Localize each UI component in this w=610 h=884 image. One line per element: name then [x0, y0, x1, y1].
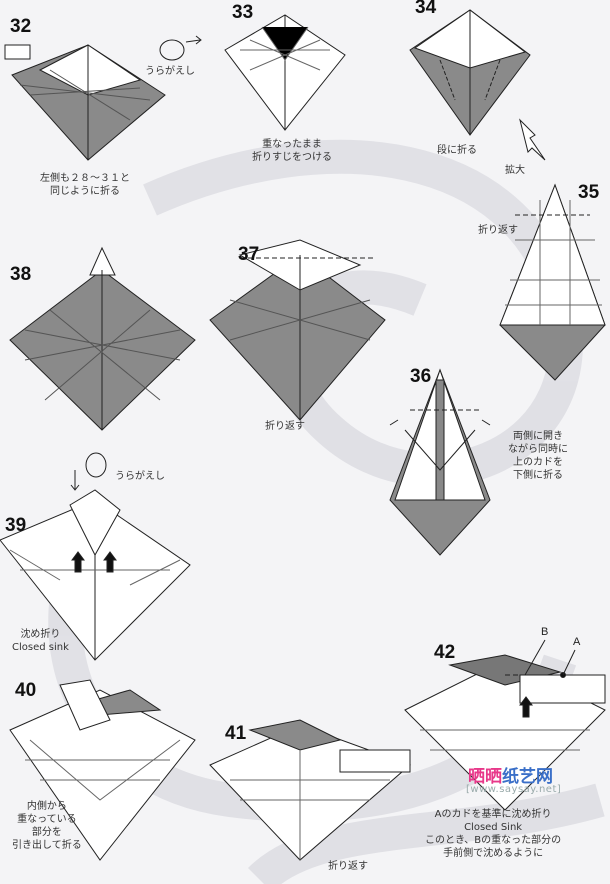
step-41-number: 41 [225, 723, 247, 744]
logo-pink-text: 晒晒 [468, 767, 502, 787]
step-42-number: 42 [434, 642, 456, 663]
pointing-hand-icon [4, 44, 31, 60]
step-40-number: 40 [15, 680, 37, 701]
caption-line: 折り返す [265, 421, 305, 432]
step-39-number: 39 [5, 515, 27, 536]
caption-line: 下側に折る [513, 470, 563, 481]
caption-line: 折り返す [478, 225, 518, 236]
step-41-figure [209, 719, 411, 861]
step-33-figure [224, 14, 346, 131]
step-37-number: 37 [238, 244, 260, 265]
step-42-caption: Aのカドを基準に沈め折り Closed Sink このとき、Bの重なった部分の … [425, 808, 561, 860]
step-41-caption: 折り返す [328, 860, 368, 873]
watermark-url: [www.saysay.net] [466, 784, 562, 795]
enlarge-label: 拡大 [505, 165, 525, 176]
step-36-number: 36 [410, 366, 432, 387]
caption-line: Aのカドを基準に沈め折り [434, 809, 552, 820]
caption-line: Closed Sink [464, 822, 523, 833]
caption-line: 折り返す [328, 861, 368, 872]
step-37-caption: 折り返す [265, 420, 305, 433]
step-39-figure [0, 489, 191, 661]
step-34-figure [409, 9, 531, 136]
push-arrow-icon [519, 696, 533, 718]
caption-line: 重なっている [17, 814, 77, 825]
turn-over-label: うらがえし [145, 66, 195, 77]
step-32-number: 32 [10, 16, 32, 37]
step-32-figure [4, 44, 166, 161]
step-33-number: 33 [232, 2, 254, 23]
caption-line: 沈め折り [20, 629, 61, 640]
step-36-figure [389, 368, 491, 556]
push-arrow-icon [71, 551, 85, 573]
caption-line: 引き出して折る [12, 840, 82, 851]
step-40-caption: 内側から 重なっている 部分を 引き出して折る [12, 800, 82, 852]
caption-line: このとき、Bの重なった部分の [425, 835, 562, 846]
caption-line: 折りすじをつける [252, 152, 332, 163]
caption-line: 両側に開き [513, 431, 563, 442]
push-arrow-icon [103, 551, 117, 573]
watermark-logo: 晒晒纸艺网 [468, 762, 553, 787]
step-32-caption: 左側も２８〜３１と 同じように折る [40, 172, 130, 198]
turn-over-arrow-icon [159, 35, 202, 61]
step-37-figure [209, 239, 386, 421]
step-34-number: 34 [415, 0, 437, 18]
step-38-number: 38 [10, 264, 32, 285]
point-a-label: A [573, 636, 581, 648]
step-35-figure [499, 183, 606, 381]
step-35-caption: 折り返す [478, 224, 518, 237]
caption-line: 重なったまま [262, 139, 322, 150]
turn-over-arrow-icon [70, 452, 107, 491]
point-b-label: B [541, 626, 549, 638]
step-35-number: 35 [578, 182, 600, 203]
caption-line: 同じように折る [50, 186, 120, 197]
caption-line: 手前側で沈めるように [443, 848, 544, 859]
caption-line: 内側から [26, 801, 67, 812]
step-33-caption: 重なったまま 折りすじをつける [252, 138, 332, 164]
caption-line: 左側も２８〜３１と [40, 173, 130, 184]
step-34-caption: 段に折る [437, 144, 477, 157]
caption-line: Closed sink [12, 642, 69, 653]
step-39-caption: 沈め折り Closed sink [12, 628, 69, 654]
caption-line: 部分を [31, 827, 62, 838]
turn-over-label: うらがえし [115, 471, 165, 482]
enlarge-arrow-icon [519, 118, 546, 161]
step-40-figure [9, 679, 196, 861]
logo-blue-text: 纸艺网 [502, 767, 553, 787]
caption-line: ながら同時に [508, 444, 568, 455]
caption-line: 上のカドを [513, 457, 563, 468]
caption-line: 段に折る [437, 145, 477, 156]
step-38-figure [9, 246, 196, 431]
step-42-figure [404, 639, 606, 811]
step-36-caption: 両側に開き ながら同時に 上のカドを 下側に折る [508, 430, 568, 482]
